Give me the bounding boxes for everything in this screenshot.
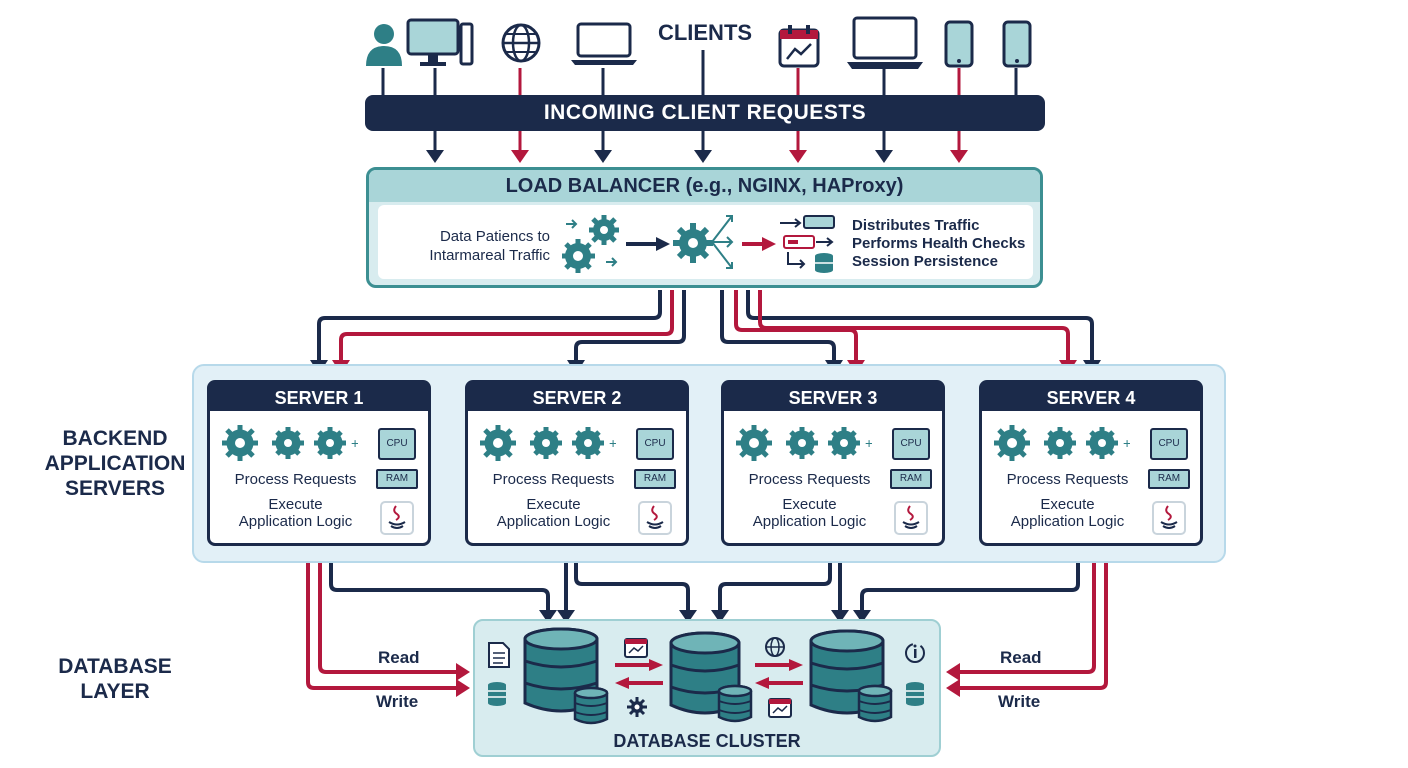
svg-text:+: + [1123, 435, 1130, 451]
java-icon [380, 501, 414, 535]
gears-icon [562, 215, 619, 273]
server-card-3: SERVER 3 + CPU RAM Process Requests Exec… [721, 380, 945, 546]
java-icon [1152, 501, 1186, 535]
incoming-requests-bar: INCOMING CLIENT REQUESTS [365, 95, 1045, 131]
database-node-1 [523, 627, 609, 725]
clients-title: CLIENTS [657, 20, 753, 45]
execute-label: Execute [526, 496, 581, 513]
gears-icon: + [222, 425, 358, 461]
backend-label-line: APPLICATION [44, 452, 186, 475]
mini-database-icon [906, 682, 924, 706]
calendar-icon-small [624, 638, 648, 658]
server-name: SERVER 1 [210, 383, 428, 411]
write-label-right: Write [998, 692, 1041, 711]
laptop-icon [571, 22, 637, 65]
small-gear-icon [627, 697, 647, 717]
arrow-right-icon [626, 237, 670, 251]
cpu-icon: CPU [1150, 428, 1188, 460]
process-requests-label: Process Requests [492, 471, 615, 488]
database-label-line: DATABASE [58, 655, 172, 678]
calendar-icon-small [768, 698, 792, 718]
load-balancer-features: Distributes Traffic Performs Health Chec… [852, 217, 1042, 271]
load-balancer-description: Data Patiencs to Intarmareal Traffic [390, 227, 550, 265]
backend-label: BACKEND APPLICATION SERVERS [40, 426, 190, 501]
read-label-right: Read [1000, 648, 1042, 667]
gears-icon: + [480, 425, 616, 461]
application-logic-label: Application Logic [496, 513, 611, 530]
document-icon [488, 642, 510, 668]
laptop-icon-large [847, 16, 923, 69]
ram-icon: RAM [634, 469, 676, 489]
application-logic-label: Application Logic [238, 513, 353, 530]
database-layer-label: DATABASE LAYER [40, 654, 190, 704]
cpu-icon: CPU [892, 428, 930, 460]
lb-feature: Session Persistence [852, 253, 998, 270]
application-logic-label: Application Logic [752, 513, 867, 530]
read-label-left: Read [378, 648, 420, 667]
load-balancer-title: LOAD BALANCER (e.g., NGINX, HAProxy) [369, 170, 1040, 202]
lb-feature: Performs Health Checks [852, 235, 1026, 252]
server-card-1: SERVER 1 + CPU RAM Process Requests Exec… [207, 380, 431, 546]
database-node-2 [669, 631, 753, 723]
java-icon [638, 501, 672, 535]
ram-icon: RAM [1148, 469, 1190, 489]
process-requests-label: Process Requests [1006, 471, 1129, 488]
server-name: SERVER 4 [982, 383, 1200, 411]
ram-icon: RAM [890, 469, 932, 489]
lb-description-line: Intarmareal Traffic [429, 247, 550, 264]
gear-icon [673, 223, 713, 263]
lb-feature: Distributes Traffic [852, 217, 980, 234]
mini-database-icon [488, 682, 506, 706]
process-requests-label: Process Requests [234, 471, 357, 488]
server-rack-icon [780, 215, 835, 273]
database-cluster-title: DATABASE CLUSTER [613, 731, 801, 751]
calendar-chart-icon [778, 25, 820, 68]
server-card-4: SERVER 4 + CPU RAM Process Requests Exec… [979, 380, 1203, 546]
server-name: SERVER 2 [468, 383, 686, 411]
globe-icon [501, 23, 541, 63]
server-name: SERVER 3 [724, 383, 942, 411]
database-label-line: LAYER [80, 680, 150, 703]
backend-label-line: BACKEND [62, 427, 168, 450]
gears-icon: + [994, 425, 1130, 461]
database-node-3 [809, 629, 893, 723]
fan-out-arrows-icon [711, 215, 734, 269]
sync-info-icon [905, 643, 925, 663]
application-logic-label: Application Logic [1010, 513, 1125, 530]
arrow-right-red-icon [742, 237, 776, 251]
backend-label-line: SERVERS [65, 477, 165, 500]
cpu-icon: CPU [636, 428, 674, 460]
user-icon [366, 24, 402, 66]
process-requests-label: Process Requests [748, 471, 871, 488]
small-globe-icon [765, 637, 785, 657]
svg-text:+: + [865, 435, 872, 451]
svg-text:+: + [351, 435, 358, 451]
execute-label: Execute [782, 496, 837, 513]
server-card-2: SERVER 2 + CPU RAM Process Requests Exec… [465, 380, 689, 546]
phone-icon [1002, 20, 1032, 68]
tablet-icon [944, 20, 974, 68]
desktop-icon [406, 18, 474, 66]
lb-description-line: Data Patiencs to [439, 228, 550, 245]
write-label-left: Write [376, 692, 419, 711]
gears-icon: + [736, 425, 872, 461]
svg-text:+: + [609, 435, 616, 451]
execute-label: Execute [1040, 496, 1095, 513]
cpu-icon: CPU [378, 428, 416, 460]
ram-icon: RAM [376, 469, 418, 489]
database-cluster-graphics [488, 627, 925, 725]
java-icon [894, 501, 928, 535]
execute-label: Execute [268, 496, 323, 513]
